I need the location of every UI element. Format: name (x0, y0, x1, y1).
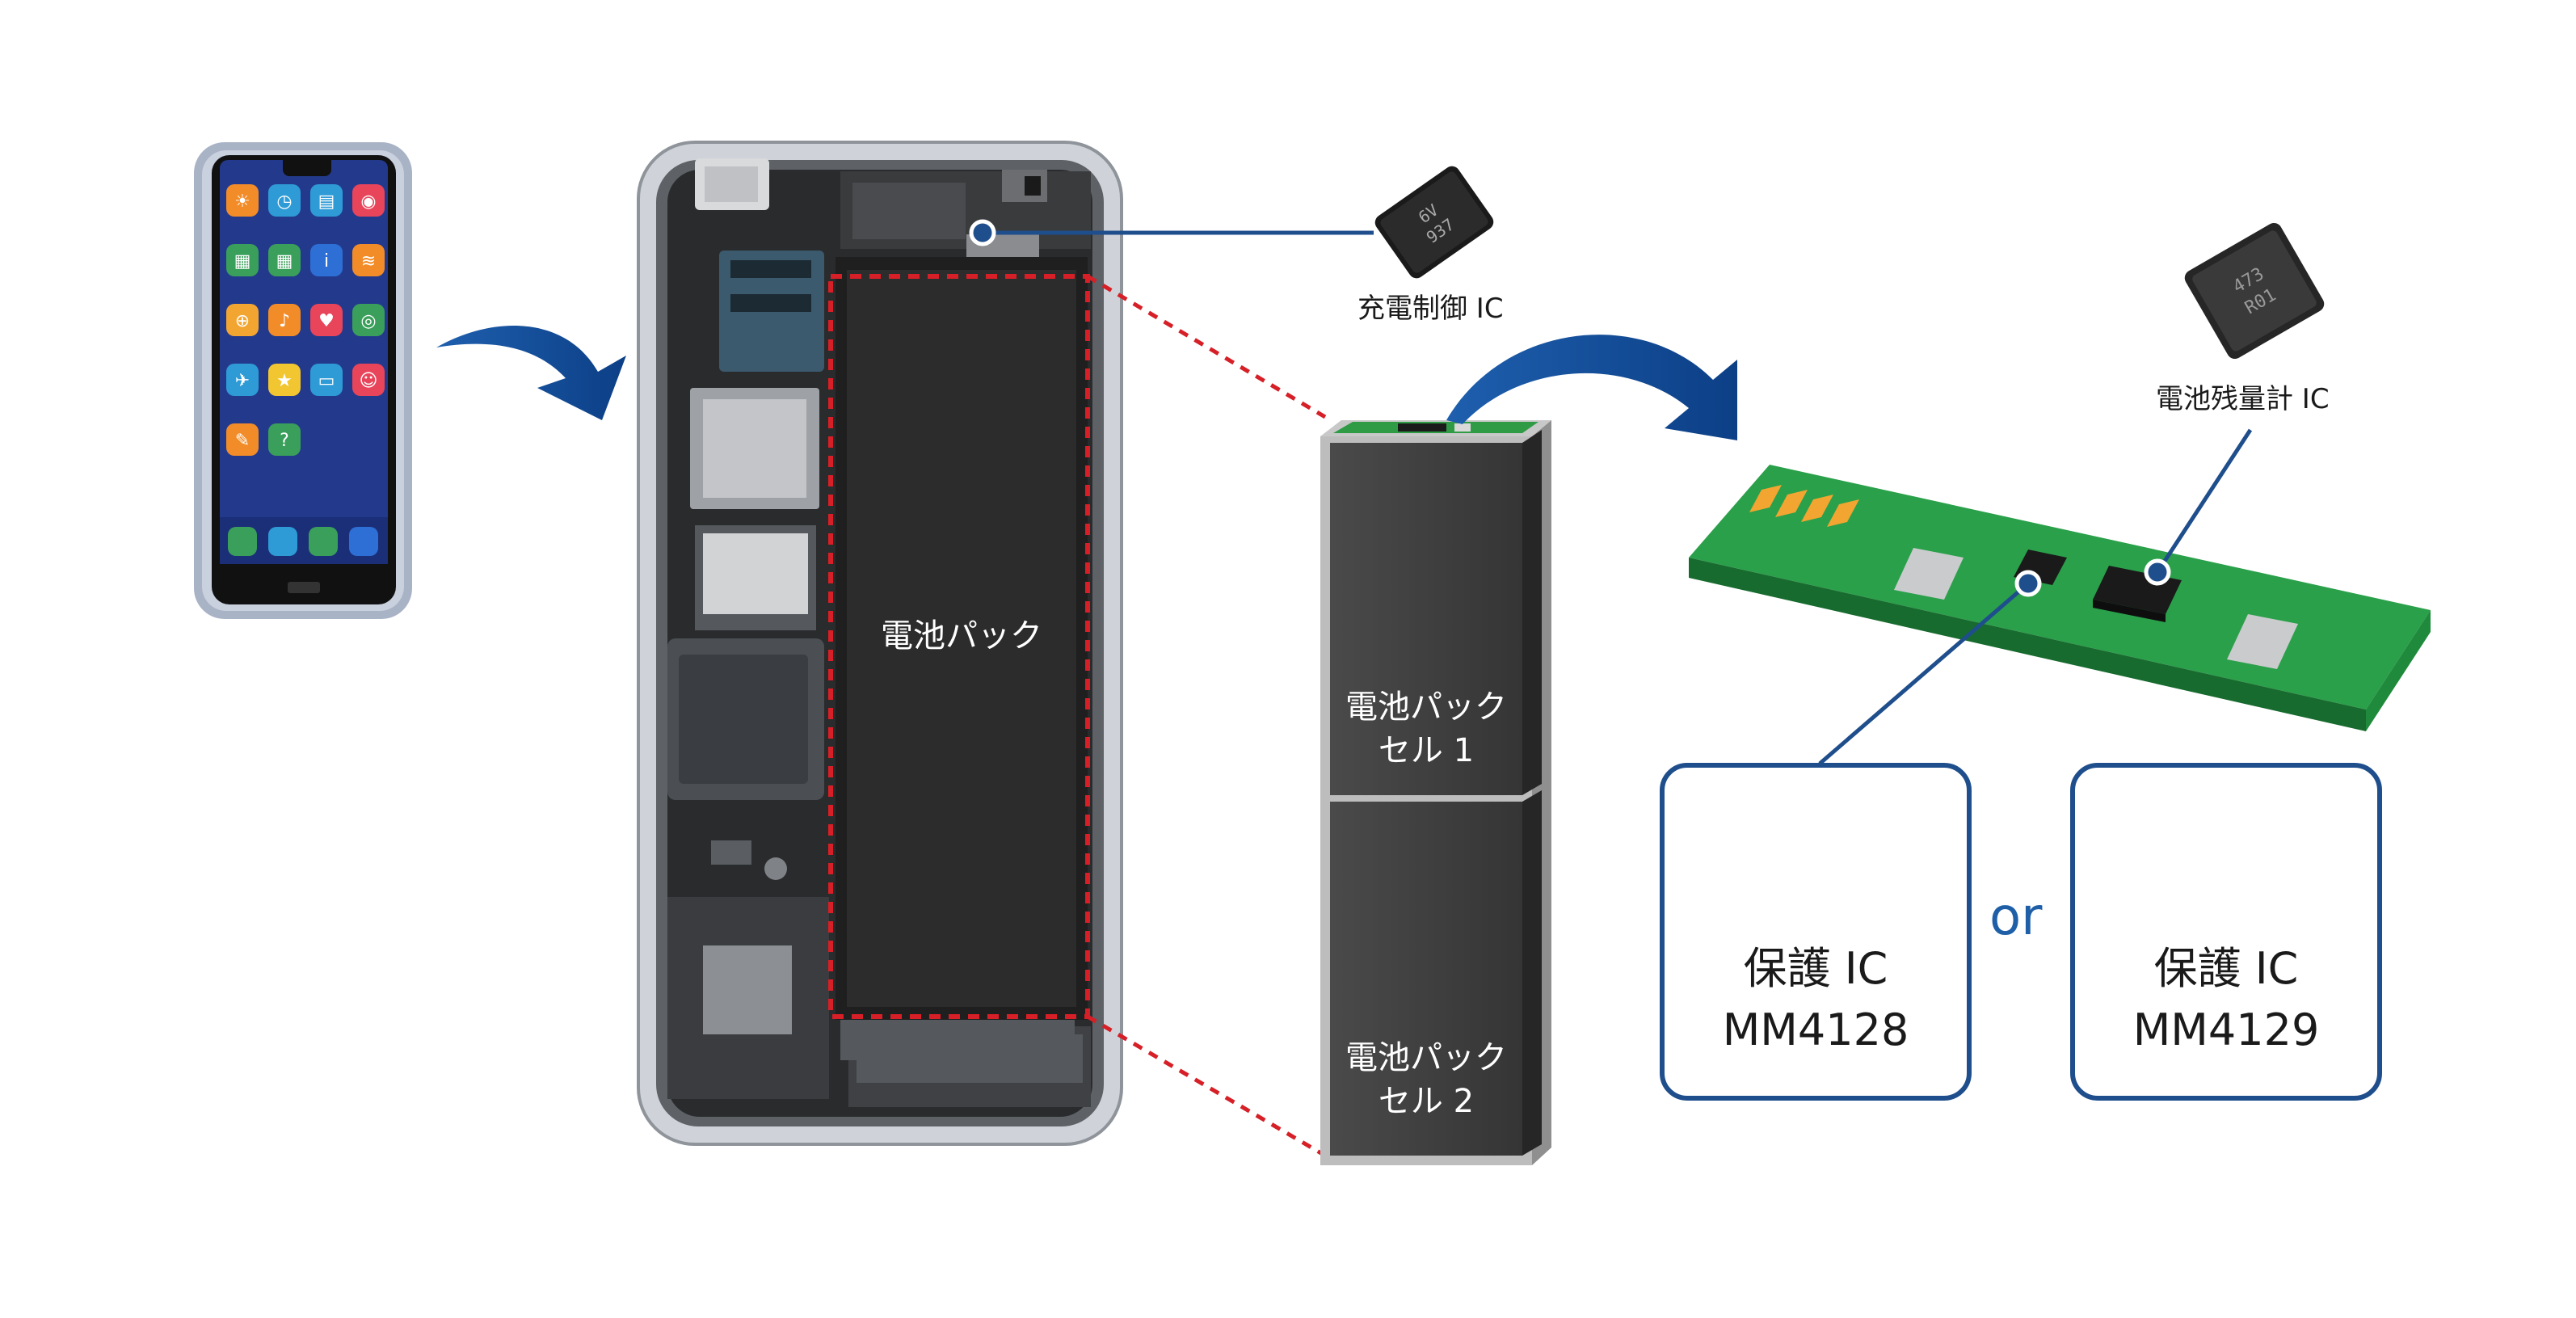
cell2-label-line1: 電池パック (1345, 1039, 1507, 1076)
svg-text:i: i (324, 251, 329, 272)
phone-internals (637, 141, 1123, 1146)
arrow-to-pcb (1446, 335, 1737, 440)
option-part-number: MM4128 (1722, 1004, 1909, 1055)
svg-text:♥: ♥ (318, 311, 335, 331)
smile-icon: ☺ (352, 364, 385, 396)
or-text: or (1989, 887, 2043, 947)
app-icon-grid: ☀ ◷ ▤ ◉ ▦ ▦ i ≋ ⊕ ♪ ♥ ◎ ✈ ★ ▭ ☺ ✎? (226, 184, 385, 556)
train-icon: ▦ (226, 244, 259, 276)
protection-pcb (1689, 465, 2431, 731)
sun-icon: ☀ (226, 184, 259, 217)
cell1-label: 電池パック セル 1 (1330, 685, 1522, 773)
option-box-mm4128: 保護 IC MM4128 (1660, 763, 1972, 1101)
cell2-label: 電池パック セル 2 (1330, 1036, 1522, 1123)
cell1-label-line2: セル 1 (1378, 732, 1475, 769)
charge-ic-label: 充電制御 IC (1357, 293, 1504, 325)
folder-icon: ▭ (310, 364, 343, 396)
leader-dot-charge-ic (969, 219, 996, 246)
star-icon: ★ (268, 364, 301, 396)
svg-text:▦: ▦ (234, 251, 251, 272)
files-icon: ▤ (310, 184, 343, 217)
airplane-icon: ✈ (226, 364, 259, 396)
pencil-icon: ✎ (226, 423, 259, 456)
arrow-to-phone-internals (436, 325, 626, 420)
svg-text:◷: ◷ (276, 192, 292, 212)
fuel-gauge-chip: 473 R01 (2184, 222, 2325, 360)
globe-icon: ◎ (352, 304, 385, 336)
cell2-label-line2: セル 2 (1378, 1083, 1475, 1120)
battery-pack-3d (1320, 420, 1551, 1165)
battery-pack-label: 電池パック (881, 617, 1042, 655)
leader-protect-ic (1818, 582, 2030, 765)
svg-text:♪: ♪ (279, 311, 290, 331)
svg-text:◉: ◉ (360, 192, 376, 212)
phone-icon (228, 527, 257, 556)
music-icon: ♪ (268, 304, 301, 336)
svg-text:✎: ✎ (235, 431, 250, 451)
battery-pack-outline (828, 274, 1090, 1019)
svg-text:▤: ▤ (318, 192, 335, 212)
svg-text:◎: ◎ (360, 311, 376, 331)
svg-text:☀: ☀ (234, 192, 250, 212)
charge-ic-chip: 6V 937 (1374, 166, 1494, 279)
svg-text:?: ? (280, 431, 289, 451)
svg-text:✈: ✈ (235, 371, 250, 391)
option-title: 保護 IC (2153, 943, 2299, 994)
svg-text:☺: ☺ (360, 371, 378, 391)
heart-icon: ♥ (310, 304, 343, 336)
svg-text:▦: ▦ (276, 251, 293, 272)
info-icon: i (310, 244, 343, 276)
fuel-gauge-ic-label: 電池残量計 IC (2156, 383, 2330, 415)
dining-icon: ⊕ (226, 304, 259, 336)
option-part-number: MM4129 (2132, 1004, 2320, 1055)
search-icon (268, 527, 297, 556)
camera-icon: ◉ (352, 184, 385, 217)
cell1-label-line1: 電池パック (1345, 688, 1507, 726)
projection-line-top (1086, 274, 1327, 419)
svg-text:⊕: ⊕ (235, 311, 250, 331)
mail-icon (349, 527, 378, 556)
svg-text:▭: ▭ (318, 371, 335, 391)
option-box-mm4129: 保護 IC MM4129 (2070, 763, 2382, 1101)
help-icon: ? (268, 423, 301, 456)
svg-text:≋: ≋ (361, 251, 376, 272)
projection-line-bottom (1086, 1014, 1327, 1158)
rss-icon: ≋ (352, 244, 385, 276)
leader-fuel-gauge (2155, 428, 2253, 574)
chat-icon (309, 527, 338, 556)
calculator-icon: ▦ (268, 244, 301, 276)
option-title: 保護 IC (1743, 943, 1888, 994)
leader-dot-fuel-gauge (2144, 558, 2171, 586)
clock-icon: ◷ (268, 184, 301, 217)
leader-dot-protect-ic (2014, 570, 2042, 597)
svg-text:★: ★ (276, 371, 293, 391)
